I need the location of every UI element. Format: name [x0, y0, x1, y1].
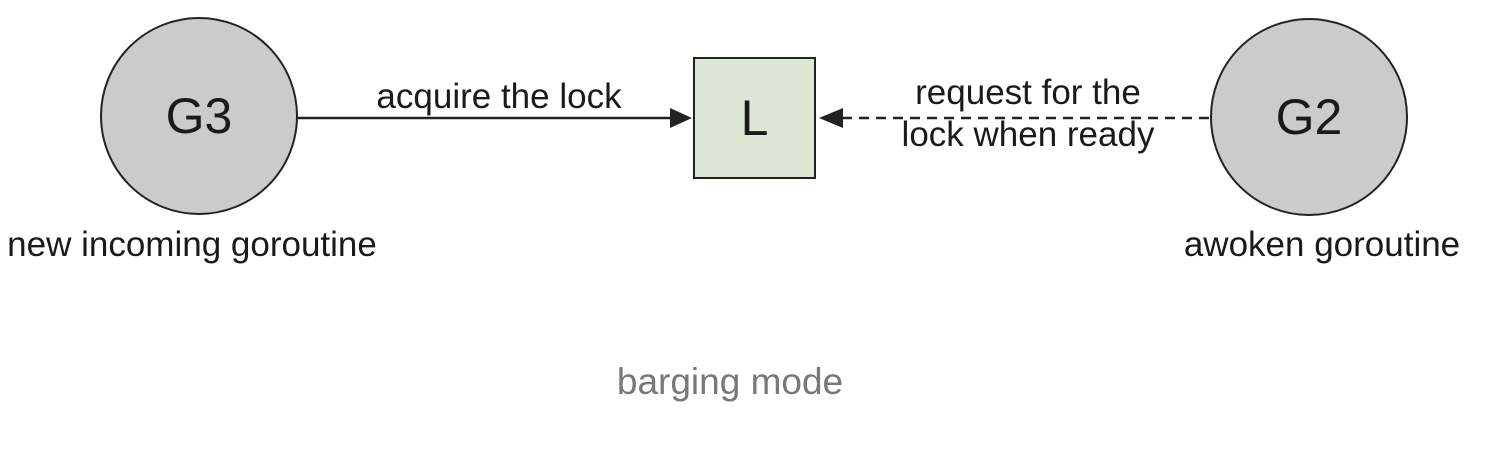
caption-new-incoming-goroutine: new incoming goroutine — [7, 225, 377, 264]
node-g2-label: G2 — [1275, 89, 1343, 145]
node-lock-label: L — [740, 90, 769, 146]
edge-label-request-for-the-lock: request for the lock when ready — [902, 72, 1155, 156]
dashed-arrowhead-left-icon — [819, 108, 843, 128]
caption-awoken-goroutine: awoken goroutine — [1183, 225, 1461, 264]
node-g3-circle: G3 — [100, 17, 298, 215]
node-g2-circle: G2 — [1210, 18, 1408, 216]
edge-label-request-line2: lock when ready — [901, 115, 1155, 154]
node-g3-label: G3 — [165, 88, 233, 144]
figure-caption-barging-mode: barging mode — [616, 361, 844, 402]
solid-arrowhead-right-icon — [670, 108, 692, 128]
node-lock-box: L — [693, 57, 816, 179]
edge-label-acquire-the-lock: acquire the lock — [376, 77, 622, 116]
edge-label-request-line1: request for the — [915, 73, 1141, 112]
